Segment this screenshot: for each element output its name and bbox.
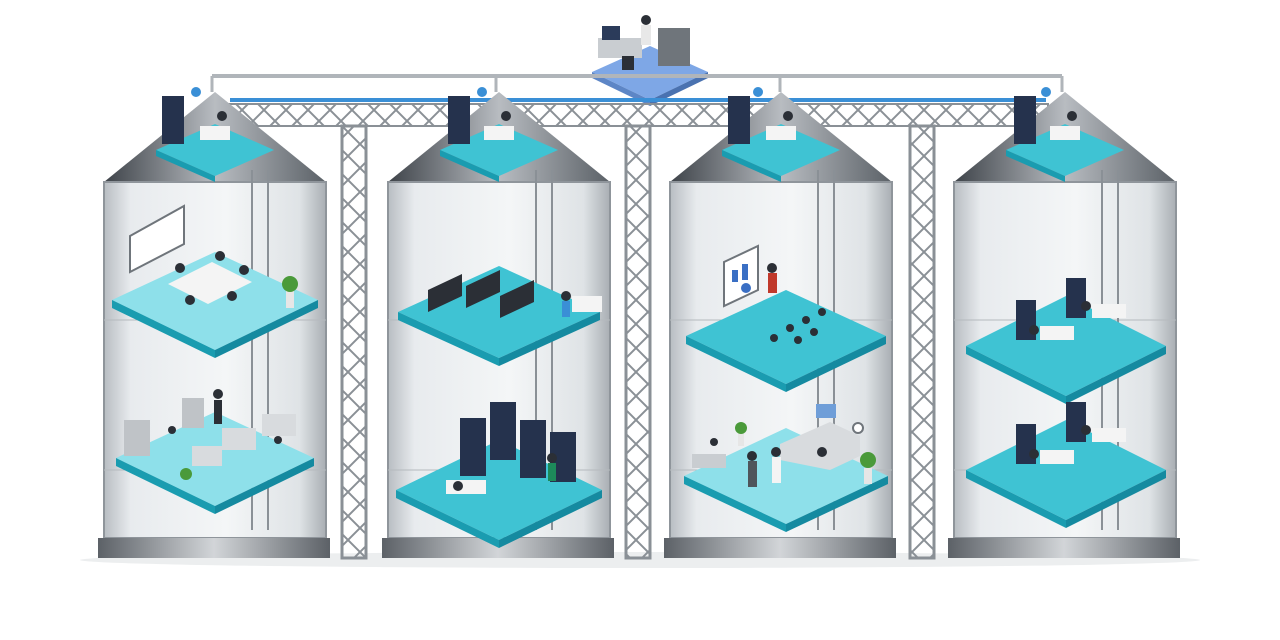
horizontal-truss [227,103,1049,127]
silo-3 [664,92,896,558]
silo-base [948,538,1180,558]
server-rack-icon [1066,402,1086,442]
server-rack-icon [520,420,546,478]
silo-base [98,538,330,558]
person-icon [213,389,223,399]
computer-workstations [966,278,1166,404]
desk-icon [1092,304,1126,318]
server-room [396,402,602,548]
desk-icon [446,480,486,494]
person-icon [747,451,757,461]
indicator-lights [191,87,1051,97]
desk-icon [1092,428,1126,442]
top-pipe [210,74,1064,102]
server-rack-icon [1014,96,1036,144]
silo-1 [98,92,330,558]
conference-room [112,204,318,358]
roof-office [156,96,274,182]
cubicle-office [116,389,314,514]
person-icon [453,481,463,491]
person-icon [561,291,571,301]
desk-icon [1050,126,1080,140]
whiteboard-icon [129,204,185,274]
person-icon [1067,111,1077,121]
desk-icon [1040,326,1074,340]
conference-table [168,262,252,304]
server-rack-icon [448,96,470,144]
person-icon [783,111,793,121]
person-icon [1081,301,1091,311]
server-rack-icon [460,418,486,476]
silo-4 [948,92,1180,558]
server-rack-icon [490,402,516,460]
roof-office [722,96,840,182]
presentation-room [686,244,886,392]
plant-icon [180,468,192,480]
silo-base [664,538,896,558]
clock-icon [852,422,864,434]
server-rack-icon [728,96,750,144]
person-icon [641,15,651,25]
plant-icon [735,422,747,446]
reception-desk [780,422,860,470]
person-icon [501,111,511,121]
file-cabinet [658,28,690,66]
server-rack-icon [162,96,184,144]
roof-office [1006,96,1124,182]
reception-lobby [684,404,888,532]
open-office-desks [398,266,602,366]
desk-icon [1040,450,1074,464]
roof-office [440,96,558,182]
person-icon [1081,425,1091,435]
server-rack-icon [1066,278,1086,318]
person-icon [217,111,227,121]
person-icon [767,263,777,273]
person-icon [1029,449,1039,459]
person-icon [1029,325,1039,335]
monitor-icon [602,26,620,40]
silo-base [382,538,614,558]
computer-workstations [966,402,1166,528]
vertical-trusses [340,124,936,560]
silo-2 [382,92,614,558]
plant-icon [282,276,298,308]
desk-icon [766,126,796,140]
plant-icon [860,452,876,484]
control-room [592,15,708,106]
desk-icon [484,126,514,140]
desk-icon [200,126,230,140]
